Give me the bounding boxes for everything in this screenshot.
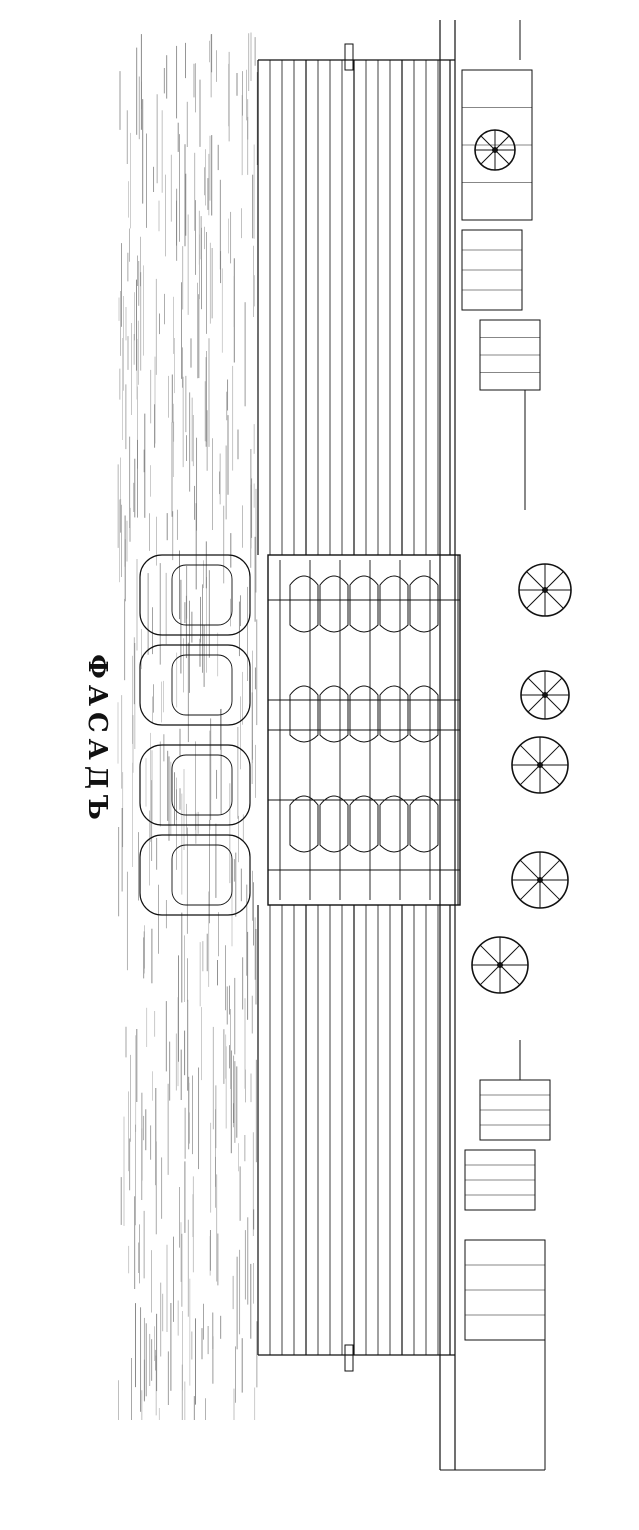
right-base-rails bbox=[439, 20, 546, 1471]
gear-spoke bbox=[526, 589, 546, 609]
paddle-frame bbox=[139, 744, 251, 826]
curved-blade bbox=[379, 685, 409, 743]
paddle-frame bbox=[139, 644, 251, 726]
plate-title: ФАСАДЪ bbox=[82, 654, 112, 826]
curved-blade bbox=[379, 575, 409, 633]
gear-spoke bbox=[519, 879, 541, 901]
gear-spoke bbox=[544, 589, 564, 609]
gear-spoke bbox=[527, 677, 546, 696]
gear-spoke bbox=[544, 694, 563, 713]
gear-spoke bbox=[480, 135, 496, 151]
curved-blade bbox=[289, 575, 319, 633]
gear-spoke bbox=[494, 149, 510, 165]
upper-plank-wall bbox=[257, 43, 455, 555]
curved-blade bbox=[379, 795, 409, 853]
gear-spoke bbox=[539, 879, 561, 901]
curved-blade bbox=[409, 575, 439, 633]
paddle-frame bbox=[139, 554, 251, 636]
curved-blade bbox=[409, 685, 439, 743]
gear-spoke bbox=[479, 964, 501, 986]
curved-blade bbox=[349, 575, 379, 633]
lower-plank-wall bbox=[257, 905, 455, 1372]
top-post bbox=[344, 43, 354, 71]
gear-spoke bbox=[527, 694, 546, 713]
gear-spoke bbox=[526, 571, 546, 591]
gear-spoke bbox=[539, 744, 561, 766]
gear-spoke bbox=[494, 135, 510, 151]
curved-blade bbox=[409, 795, 439, 853]
gear-spoke bbox=[499, 944, 521, 966]
gear-spoke bbox=[499, 964, 521, 986]
paddle-frame-inner bbox=[171, 754, 233, 816]
paddle-frames bbox=[139, 554, 439, 916]
gear-spoke bbox=[480, 149, 496, 165]
gear-spoke bbox=[479, 944, 501, 966]
paddle-frame-inner bbox=[171, 564, 233, 626]
paddle-frame-inner bbox=[171, 654, 233, 716]
gear-spoke bbox=[519, 764, 541, 786]
machinery bbox=[461, 69, 551, 1341]
gear-spoke bbox=[544, 571, 564, 591]
curved-blade bbox=[349, 685, 379, 743]
curved-blade bbox=[319, 795, 349, 853]
central-frame bbox=[267, 554, 461, 906]
curved-blade bbox=[319, 685, 349, 743]
paddle-frame-inner bbox=[171, 844, 233, 906]
curved-blade bbox=[289, 795, 319, 853]
gear-spoke bbox=[539, 764, 561, 786]
curved-blade bbox=[319, 575, 349, 633]
bottom-post bbox=[344, 1344, 354, 1372]
curved-blade bbox=[349, 795, 379, 853]
water-hatching bbox=[117, 32, 259, 1420]
gear-spoke bbox=[519, 859, 541, 881]
curved-blade bbox=[289, 685, 319, 743]
gear-spoke bbox=[539, 859, 561, 881]
gear-wheels bbox=[471, 129, 572, 994]
gear-spoke bbox=[544, 677, 563, 696]
gear-spoke bbox=[519, 744, 541, 766]
paddle-frame bbox=[139, 834, 251, 916]
